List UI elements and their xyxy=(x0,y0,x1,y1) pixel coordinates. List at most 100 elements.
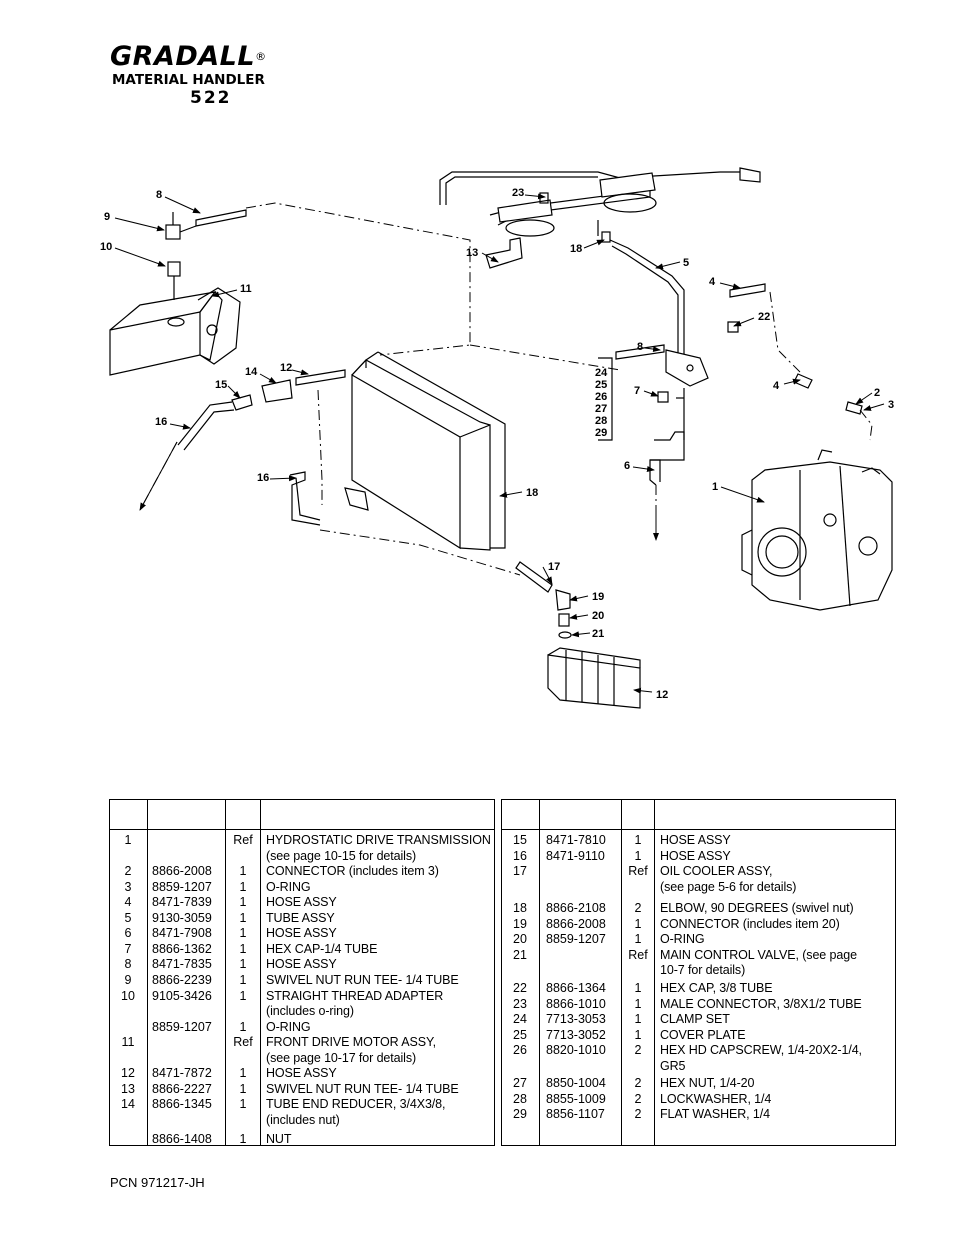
callout: 12 xyxy=(280,362,292,374)
brand-header: GRADALL® MATERIAL HANDLER 522 xyxy=(110,41,267,109)
model-number: 522 xyxy=(190,88,232,108)
cell-qty: 1 xyxy=(239,864,247,879)
cell-part: 8866-1408 xyxy=(152,1132,212,1147)
cell-qty: 1 xyxy=(239,1132,247,1147)
cell-item: 7 xyxy=(124,941,132,956)
cell-part: 9130-3059 xyxy=(152,910,212,925)
cell-part: 8471-7835 xyxy=(152,957,212,972)
column-divider xyxy=(654,800,655,1145)
cell-part: 8866-2239 xyxy=(152,972,212,987)
cell-item: 27 xyxy=(513,1076,527,1091)
callout: 5 xyxy=(683,257,689,269)
cell-item: 9 xyxy=(124,972,132,987)
cell-item: 26 xyxy=(513,1043,527,1058)
cell-part: 9105-3426 xyxy=(152,988,212,1003)
cell-item: 10 xyxy=(121,988,135,1003)
parts-diagram: 8 9 10 11 14 12 15 16 16 18 23 13 18 5 4… xyxy=(100,167,894,709)
cell-qty: 1 xyxy=(239,988,247,1003)
callout: 28 xyxy=(595,415,607,427)
cell-part: 8866-2008 xyxy=(152,864,212,879)
cell-item: 6 xyxy=(124,926,132,941)
callout: 29 xyxy=(595,427,607,439)
cell-qty: 1 xyxy=(239,972,247,987)
cell-qty: 1 xyxy=(239,957,247,972)
cell-item: 14 xyxy=(121,1097,135,1112)
cell-desc: HOSE ASSY xyxy=(266,926,337,941)
cell-item: 17 xyxy=(513,864,527,879)
cell-qty: 1 xyxy=(634,932,642,947)
cell-desc: HEX CAP-1/4 TUBE xyxy=(266,941,378,956)
cell-part: 8866-1362 xyxy=(152,941,212,956)
callout: 10 xyxy=(100,241,112,253)
brand-name: GRADALL xyxy=(110,41,256,72)
cell-desc: HOSE ASSY xyxy=(266,1066,337,1081)
cell-desc: FLAT WASHER, 1/4 xyxy=(660,1107,771,1122)
column-divider xyxy=(621,800,622,1145)
cell-desc: (see page 10-17 for details) xyxy=(266,1050,417,1065)
cell-item: 22 xyxy=(513,980,527,995)
callout: 11 xyxy=(240,283,252,295)
cell-qty: 1 xyxy=(239,879,247,894)
machine-subtitle: MATERIAL HANDLER xyxy=(112,72,265,88)
cell-item: 15 xyxy=(513,833,527,847)
cell-part: 8855-1009 xyxy=(546,1091,606,1106)
cell-item: 11 xyxy=(121,1035,135,1050)
cell-qty: 2 xyxy=(634,1091,642,1106)
cell-part: 8471-9110 xyxy=(546,848,605,863)
callout-labels: 8 9 10 11 14 12 15 16 16 18 23 13 18 5 4… xyxy=(100,187,894,701)
cell-item: 2 xyxy=(124,864,132,879)
callout: 3 xyxy=(888,399,894,411)
column-divider xyxy=(260,800,261,1145)
cell-item: 18 xyxy=(513,901,527,916)
front-drive-motor xyxy=(109,287,241,376)
cell-qty: Ref xyxy=(233,1035,253,1050)
cell-qty: 2 xyxy=(634,1107,642,1122)
cell-qty: Ref xyxy=(628,864,648,879)
callout: 8 xyxy=(637,341,643,353)
callout: 8 xyxy=(156,189,162,201)
cell-desc: STRAIGHT THREAD ADAPTER xyxy=(266,988,444,1003)
callout: 20 xyxy=(592,610,604,622)
table-header-row xyxy=(110,800,494,830)
cell-qty: 1 xyxy=(634,996,642,1011)
cell-item: 28 xyxy=(513,1091,527,1106)
cell-qty: 1 xyxy=(634,916,642,931)
cell-part: 8471-7810 xyxy=(546,833,606,847)
callout: 19 xyxy=(592,591,604,603)
cell-qty: 1 xyxy=(239,926,247,941)
cell-desc: HOSE ASSY xyxy=(266,957,337,972)
cell-qty: 1 xyxy=(634,848,642,863)
cell-desc: HEX NUT, 1/4-20 xyxy=(660,1076,755,1091)
cell-desc: (includes o-ring) xyxy=(266,1004,354,1019)
cell-part: 7713-3053 xyxy=(546,1012,606,1027)
cell-item: 21 xyxy=(513,947,527,962)
cell-desc: MAIN CONTROL VALVE, (see page xyxy=(660,947,857,962)
cell-qty: 1 xyxy=(239,895,247,910)
cell-item: 29 xyxy=(513,1107,527,1122)
cell-desc: CLAMP SET xyxy=(660,1012,730,1027)
cell-qty: 2 xyxy=(634,901,642,916)
callout: 13 xyxy=(466,247,478,259)
cell-item: 24 xyxy=(513,1012,527,1027)
callout: 6 xyxy=(624,460,630,472)
cell-part: 8856-1107 xyxy=(546,1107,605,1122)
cell-desc: OIL COOLER ASSY, xyxy=(660,864,773,879)
cell-qty: 1 xyxy=(239,910,247,925)
cell-part: 7713-3052 xyxy=(546,1027,606,1042)
cell-part: 8471-7872 xyxy=(152,1066,212,1081)
cell-desc: TUBE ASSY xyxy=(266,910,335,925)
hydrostatic-transmission xyxy=(741,449,893,611)
cell-desc: HYDROSTATIC DRIVE TRANSMISSION xyxy=(266,833,491,847)
cell-desc: SWIVEL NUT RUN TEE- 1/4 TUBE xyxy=(266,1081,459,1096)
cell-item: 20 xyxy=(513,932,527,947)
cell-qty: 1 xyxy=(239,1081,247,1096)
cell-part: 8471-7839 xyxy=(152,895,212,910)
cell-qty: 1 xyxy=(634,1012,642,1027)
cell-qty: Ref xyxy=(628,947,648,962)
column-divider xyxy=(539,800,540,1145)
cell-item: 16 xyxy=(513,848,527,863)
cell-part: 8866-1345 xyxy=(152,1097,212,1112)
cell-part: 8866-2008 xyxy=(546,916,606,931)
cell-desc: (see page 10-15 for details) xyxy=(266,848,417,863)
